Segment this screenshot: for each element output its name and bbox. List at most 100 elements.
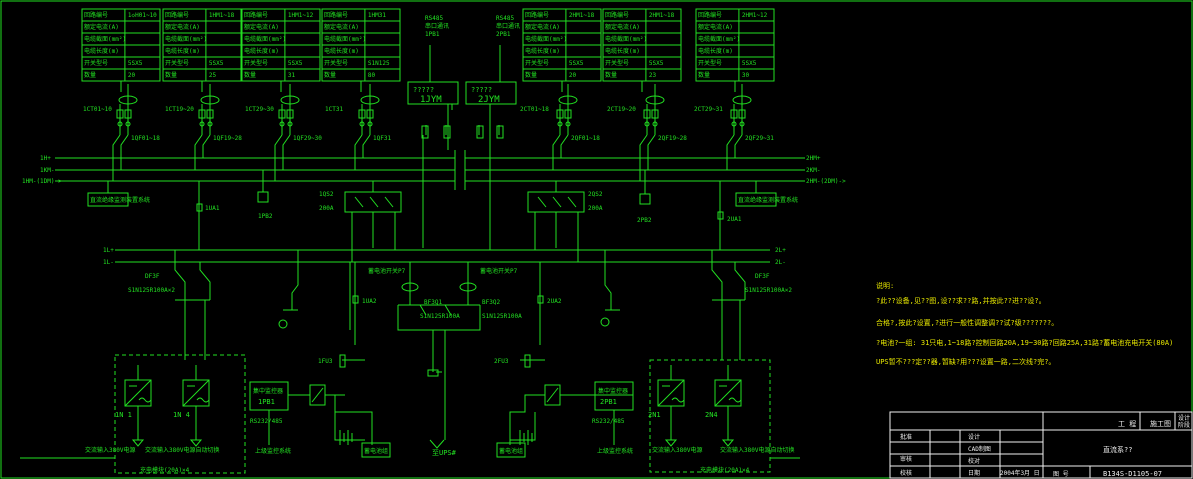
ac-input-left-2: 交流输入380V电源自动切换 bbox=[145, 446, 219, 454]
breaker-label: 1QF29~30 bbox=[293, 135, 322, 142]
breaker-label: 2QF19~28 bbox=[658, 135, 687, 142]
feeder-row-value: 80 bbox=[368, 72, 376, 79]
bus-label-r1: 2HM+ bbox=[806, 155, 821, 162]
battery-group-left-label: 蓄电池组 bbox=[364, 447, 388, 455]
dc-bus-label-2n: 2L- bbox=[775, 259, 786, 266]
feeder-row-label: 额定电流(A) bbox=[165, 23, 200, 31]
fuse-right: 2FU3 bbox=[494, 358, 509, 365]
feeder-branches: 1CT01~101QF01~181CT19~201QF19~281CT29~30… bbox=[83, 84, 774, 181]
df-label-1: DF3F bbox=[145, 273, 160, 280]
controller-1-id: 1PB1 bbox=[258, 398, 275, 406]
breaker-label: 2QF29~31 bbox=[745, 135, 774, 142]
note-3: ?电池?一组: 31只电,1~18路?控制回路20A,19~30路?回路25A,… bbox=[876, 338, 1173, 347]
feeder-row-label: 开关型号 bbox=[165, 59, 189, 67]
tb-r2b: CAD制图 bbox=[968, 445, 991, 453]
tb-project: 工 程 bbox=[1118, 419, 1136, 428]
ua-label-1: 1UA1 bbox=[205, 205, 220, 212]
feeder-row-label: 电缆截面(mm²) bbox=[84, 35, 126, 43]
feeder-row-value: 2HM1~12 bbox=[742, 12, 768, 19]
feeder-row-label: 额定电流(A) bbox=[324, 23, 359, 31]
tb-dwg-label: 图 号 bbox=[1053, 471, 1069, 478]
transfer-switch-1qs2 bbox=[344, 191, 402, 213]
tb-r4b: 日期 bbox=[968, 469, 980, 477]
feeder-row-label: 额定电流(A) bbox=[244, 23, 279, 31]
rectifier-module: 2N1 bbox=[648, 365, 685, 447]
ups-fuse bbox=[427, 369, 439, 377]
ac-input-right: 交流输入380V电源 bbox=[652, 446, 702, 454]
feeder-tables: 回路编号 1◇H01~10 额定电流(A) 电缆截面(mm²) 电缆长度(m) 开关型号 5… bbox=[81, 8, 775, 92]
df-label-2: DF3F bbox=[755, 273, 770, 280]
feeder-row-value: 1HM1~18 bbox=[209, 12, 235, 19]
ua-label-4: 2UA1 bbox=[727, 216, 742, 223]
battery-group-right bbox=[496, 442, 526, 458]
rectifier-cabinet-right bbox=[649, 359, 771, 473]
title-block: 工 程 施工图 设计阶段 直流系?? 批准 设计 审核 CAD制图 校对 校核 … bbox=[889, 411, 1193, 479]
breaker-label: 1QF01~18 bbox=[131, 135, 160, 142]
feeder-row-label: 回路编号 bbox=[84, 11, 108, 19]
insulation-monitor-1-label: 直流绝缘监测装置系统 bbox=[90, 196, 150, 204]
note-0: 说明: bbox=[876, 281, 894, 290]
feeder-row-value: 20 bbox=[569, 72, 577, 79]
feeder-row-label: 数量 bbox=[84, 71, 96, 79]
dc-bus-label-2p: 2L+ bbox=[775, 247, 786, 254]
ac-input-right-2: 交流输入380V电源自动切换 bbox=[720, 446, 794, 454]
feeder-row-value: 23 bbox=[649, 72, 657, 79]
feeder-row-label: 开关型号 bbox=[324, 59, 348, 67]
note-4: UPS暂不???定??器,暂缺?用???设置一路,二次线?完?。 bbox=[876, 357, 1055, 366]
feeder-row-label: 数量 bbox=[605, 71, 617, 79]
feeder-row-label: 数量 bbox=[244, 71, 256, 79]
monitor-box-2 bbox=[465, 81, 517, 105]
feeder-row-value: 1◇H01~10 bbox=[128, 12, 157, 19]
bf-label-1: BF3Q1 bbox=[424, 299, 442, 306]
rectifier-count-right: 充电模块(20A)×4 bbox=[700, 466, 750, 474]
monitor-1-text: ????? bbox=[413, 86, 434, 94]
ct-label: 2CT19~20 bbox=[607, 106, 636, 113]
rectifier-module: 2N4 bbox=[705, 365, 742, 447]
feeder-row-label: 数量 bbox=[324, 71, 336, 79]
rectifier-label: 1N 4 bbox=[173, 411, 190, 419]
bus-label-l1: 1H+ bbox=[40, 155, 51, 162]
qs-label-1a: 200A bbox=[319, 205, 334, 212]
monitor-box-1 bbox=[407, 81, 459, 105]
feeder-row-value: 25 bbox=[209, 72, 217, 79]
feeder-row-label: 电缆长度(m) bbox=[698, 47, 733, 55]
feeder-row-label: 电缆截面(mm²) bbox=[605, 35, 647, 43]
feeder-row-label: 电缆截面(mm²) bbox=[525, 35, 567, 43]
note-2: 合格?,按此?设置,?进行一般性调整调??试?级???????。 bbox=[876, 318, 1058, 327]
feeder-row-label: 开关型号 bbox=[698, 59, 722, 67]
tb-r3b: 校对 bbox=[968, 457, 980, 465]
feeder-row-label: 开关型号 bbox=[84, 59, 108, 67]
tb-title: 直流系?? bbox=[1103, 445, 1132, 454]
feeder-row-value: 5SX5 bbox=[569, 60, 584, 67]
feeder-row-label: 数量 bbox=[525, 71, 537, 79]
feeder-row-value: 5SX5 bbox=[288, 60, 303, 67]
qs-label-2a: 200A bbox=[588, 205, 603, 212]
feeder-row-label: 数量 bbox=[165, 71, 177, 79]
bf-label-1t: S1N125R100A bbox=[420, 313, 460, 320]
feeder-row-label: 数量 bbox=[698, 71, 710, 79]
relay-1pb2 bbox=[257, 191, 269, 203]
tb-date: 2004年3月 日 bbox=[1000, 469, 1040, 477]
feeder-row-value: 5SX5 bbox=[649, 60, 664, 67]
feeder-row-label: 额定电流(A) bbox=[525, 23, 560, 31]
feeder-row-value: 5SX5 bbox=[128, 60, 143, 67]
rectifier-module: 1N 1 bbox=[115, 365, 152, 447]
tb-dwg-no: B134S-D1105-07 bbox=[1103, 470, 1162, 478]
ammeter-left bbox=[278, 319, 288, 329]
rectifier-label: 2N1 bbox=[648, 411, 661, 419]
feeder-row-value: 1HM1~12 bbox=[288, 12, 314, 19]
transfer-switch-2qs2 bbox=[527, 191, 585, 213]
feeder-row-label: 回路编号 bbox=[698, 11, 722, 19]
